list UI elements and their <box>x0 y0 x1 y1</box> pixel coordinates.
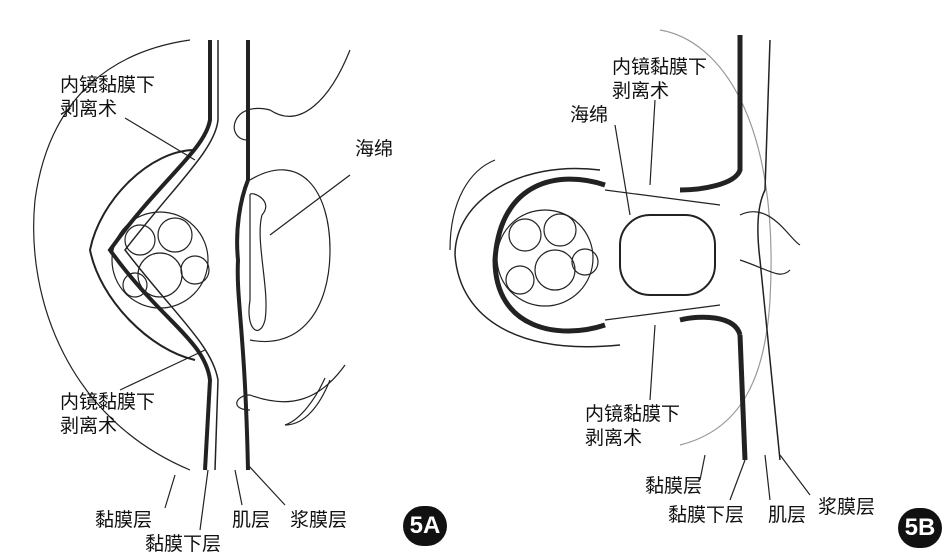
label-submucosa-a: 黏膜下层 <box>145 533 222 555</box>
label-mucosa-a: 黏膜层 <box>95 509 153 531</box>
muscle-line-b-bottom <box>737 334 748 461</box>
tissue-outline-b <box>659 29 772 446</box>
label-submucosa-b: 黏膜下层 <box>668 504 745 526</box>
sponge-a <box>248 193 267 331</box>
label-mucosa-b: 黏膜层 <box>645 475 703 497</box>
muscle-line-b-top <box>679 35 743 193</box>
label-serosa-a: 浆膜层 <box>290 509 348 531</box>
panel-badge-b: 5B <box>898 508 942 548</box>
label-muscularis-a: 肌层 <box>232 509 271 531</box>
sponge-b <box>619 214 716 296</box>
specimen-b <box>496 209 594 307</box>
label-esd-top-a-line2: 剥离术 <box>60 98 118 120</box>
label-esd-top-b-line2: 剥离术 <box>612 80 670 102</box>
mucosa-line-b <box>492 176 606 334</box>
label-sponge-b: 海绵 <box>570 104 609 126</box>
label-esd-bottom-a-line2: 剥离术 <box>60 415 118 437</box>
panel-b-drawing <box>449 29 811 501</box>
label-esd-top-a-line1: 内镜黏膜下 <box>60 74 156 96</box>
label-serosa-b: 浆膜层 <box>818 496 876 518</box>
panel-badge-a: 5A <box>403 506 447 546</box>
panel-a-drawing <box>33 39 351 531</box>
label-esd-bottom-b-line1: 内镜黏膜下 <box>585 403 681 425</box>
serosa-line-a <box>235 40 250 471</box>
label-esd-bottom-a-line1: 内镜黏膜下 <box>60 391 156 413</box>
label-esd-top-b-line1: 内镜黏膜下 <box>612 56 708 78</box>
label-esd-bottom-b-line2: 剥离术 <box>585 427 643 449</box>
mucosa-line-a <box>107 40 213 471</box>
tissue-outline-a <box>33 39 191 471</box>
specimen-a <box>111 211 209 309</box>
label-muscularis-b: 肌层 <box>768 504 807 526</box>
label-sponge-a: 海绵 <box>355 138 394 160</box>
